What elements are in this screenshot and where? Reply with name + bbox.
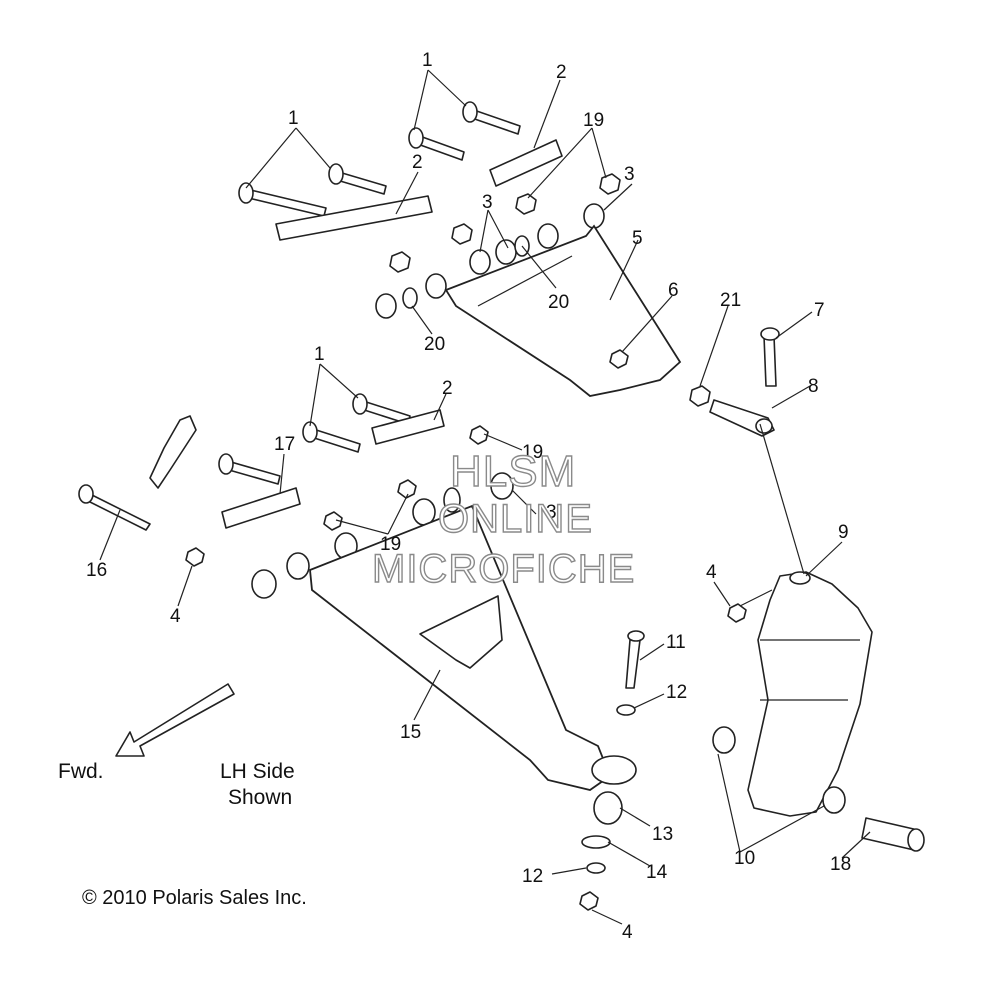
washer bbox=[402, 287, 418, 309]
spindle bbox=[747, 571, 873, 817]
watermark: HLSM ONLINE MICROFICHE bbox=[371, 446, 635, 591]
upper-a-arm-assembly bbox=[238, 101, 682, 397]
ball-joint-housing bbox=[591, 755, 637, 785]
gusset bbox=[419, 595, 503, 669]
callout-number: 20 bbox=[424, 334, 445, 355]
side-note-line-1: LH Side bbox=[220, 760, 295, 783]
washer bbox=[616, 704, 636, 716]
callout-number: 4 bbox=[622, 922, 633, 943]
callout-number: 12 bbox=[522, 866, 543, 887]
callout-number: 19 bbox=[380, 534, 401, 555]
callout-number: 3 bbox=[546, 502, 557, 523]
mounting-plate bbox=[371, 409, 445, 445]
bushing bbox=[443, 487, 461, 513]
bushing bbox=[251, 569, 277, 599]
callout-number: 3 bbox=[624, 164, 635, 185]
bushing bbox=[375, 293, 397, 319]
bushing bbox=[490, 472, 514, 500]
nut bbox=[323, 511, 343, 531]
callout-number: 5 bbox=[632, 228, 643, 249]
bushing bbox=[822, 786, 846, 814]
callout-number: 2 bbox=[442, 378, 453, 399]
watermark-line-3: MICROFICHE bbox=[372, 547, 635, 591]
mounting-plate bbox=[489, 139, 563, 187]
bushing bbox=[537, 223, 559, 249]
mounting-plate bbox=[221, 487, 301, 529]
callout-number: 1 bbox=[422, 50, 433, 71]
callout-number: 18 bbox=[830, 854, 851, 875]
callout-number: 16 bbox=[86, 560, 107, 581]
snap-ring bbox=[581, 835, 611, 849]
forward-arrow bbox=[115, 683, 235, 757]
lower-a-arm-assembly bbox=[78, 393, 637, 791]
spindle-assembly bbox=[712, 571, 925, 852]
long-bolt bbox=[78, 484, 151, 531]
callout-number: 3 bbox=[482, 192, 493, 213]
nut bbox=[515, 193, 537, 215]
bracket bbox=[149, 415, 197, 489]
callout-number: 20 bbox=[548, 292, 569, 313]
nut bbox=[727, 603, 747, 623]
bolt bbox=[462, 101, 521, 135]
mounting-plate bbox=[275, 195, 433, 241]
callout-number: 7 bbox=[814, 300, 825, 321]
callout-numbers: 1 1 2 19 3 2 3 5 20 6 20 21 7 8 1 2 17 1… bbox=[86, 50, 851, 943]
callout-number: 13 bbox=[652, 824, 673, 845]
copyright-notice: © 2010 Polaris Sales Inc. bbox=[82, 887, 307, 909]
leader-lines bbox=[99, 69, 871, 925]
nut bbox=[469, 425, 489, 445]
bushing bbox=[583, 203, 605, 229]
callout-number: 11 bbox=[666, 632, 686, 653]
watermark-line-1: HLSM bbox=[450, 447, 576, 496]
callout-number: 4 bbox=[706, 562, 717, 583]
callout-number: 2 bbox=[412, 152, 423, 173]
ball-joint bbox=[593, 791, 623, 825]
ball-joint-hardware bbox=[579, 630, 645, 911]
nut bbox=[579, 891, 599, 911]
washer bbox=[586, 862, 606, 874]
callout-number: 10 bbox=[734, 848, 755, 869]
bushing bbox=[712, 726, 736, 754]
side-note-line-2: Shown bbox=[228, 786, 292, 809]
callout-number: 14 bbox=[646, 862, 668, 883]
callout-number: 8 bbox=[808, 376, 819, 397]
nut bbox=[389, 251, 411, 273]
bolt bbox=[763, 335, 777, 387]
forward-label: Fwd. bbox=[58, 760, 104, 783]
callout-number: 1 bbox=[288, 108, 299, 129]
callout-number: 21 bbox=[720, 290, 741, 311]
callout-number: 4 bbox=[170, 606, 181, 627]
tie-rod-parts bbox=[689, 327, 780, 437]
nut bbox=[689, 385, 711, 407]
watermark-line-2: ONLINE bbox=[438, 497, 593, 541]
bushing bbox=[469, 249, 491, 275]
bushing bbox=[425, 273, 447, 299]
callout-number: 15 bbox=[400, 722, 421, 743]
callout-number: 9 bbox=[838, 522, 849, 543]
callout-number: 19 bbox=[583, 110, 604, 131]
callout-number: 19 bbox=[522, 442, 543, 463]
bolt bbox=[302, 421, 361, 453]
bolt bbox=[328, 163, 387, 195]
bolt bbox=[408, 127, 465, 161]
bolt bbox=[218, 453, 281, 485]
nut bbox=[451, 223, 473, 245]
nut bbox=[609, 349, 629, 369]
nut bbox=[599, 173, 621, 195]
callout-number: 1 bbox=[314, 344, 325, 365]
nut bbox=[185, 547, 205, 567]
callout-number: 17 bbox=[274, 434, 295, 455]
callout-number: 6 bbox=[668, 280, 679, 301]
bolt bbox=[625, 639, 641, 689]
callout-number: 12 bbox=[666, 682, 687, 703]
nut bbox=[397, 479, 417, 499]
bushing bbox=[286, 552, 310, 580]
callout-number: 2 bbox=[556, 62, 567, 83]
bolt bbox=[238, 182, 327, 217]
